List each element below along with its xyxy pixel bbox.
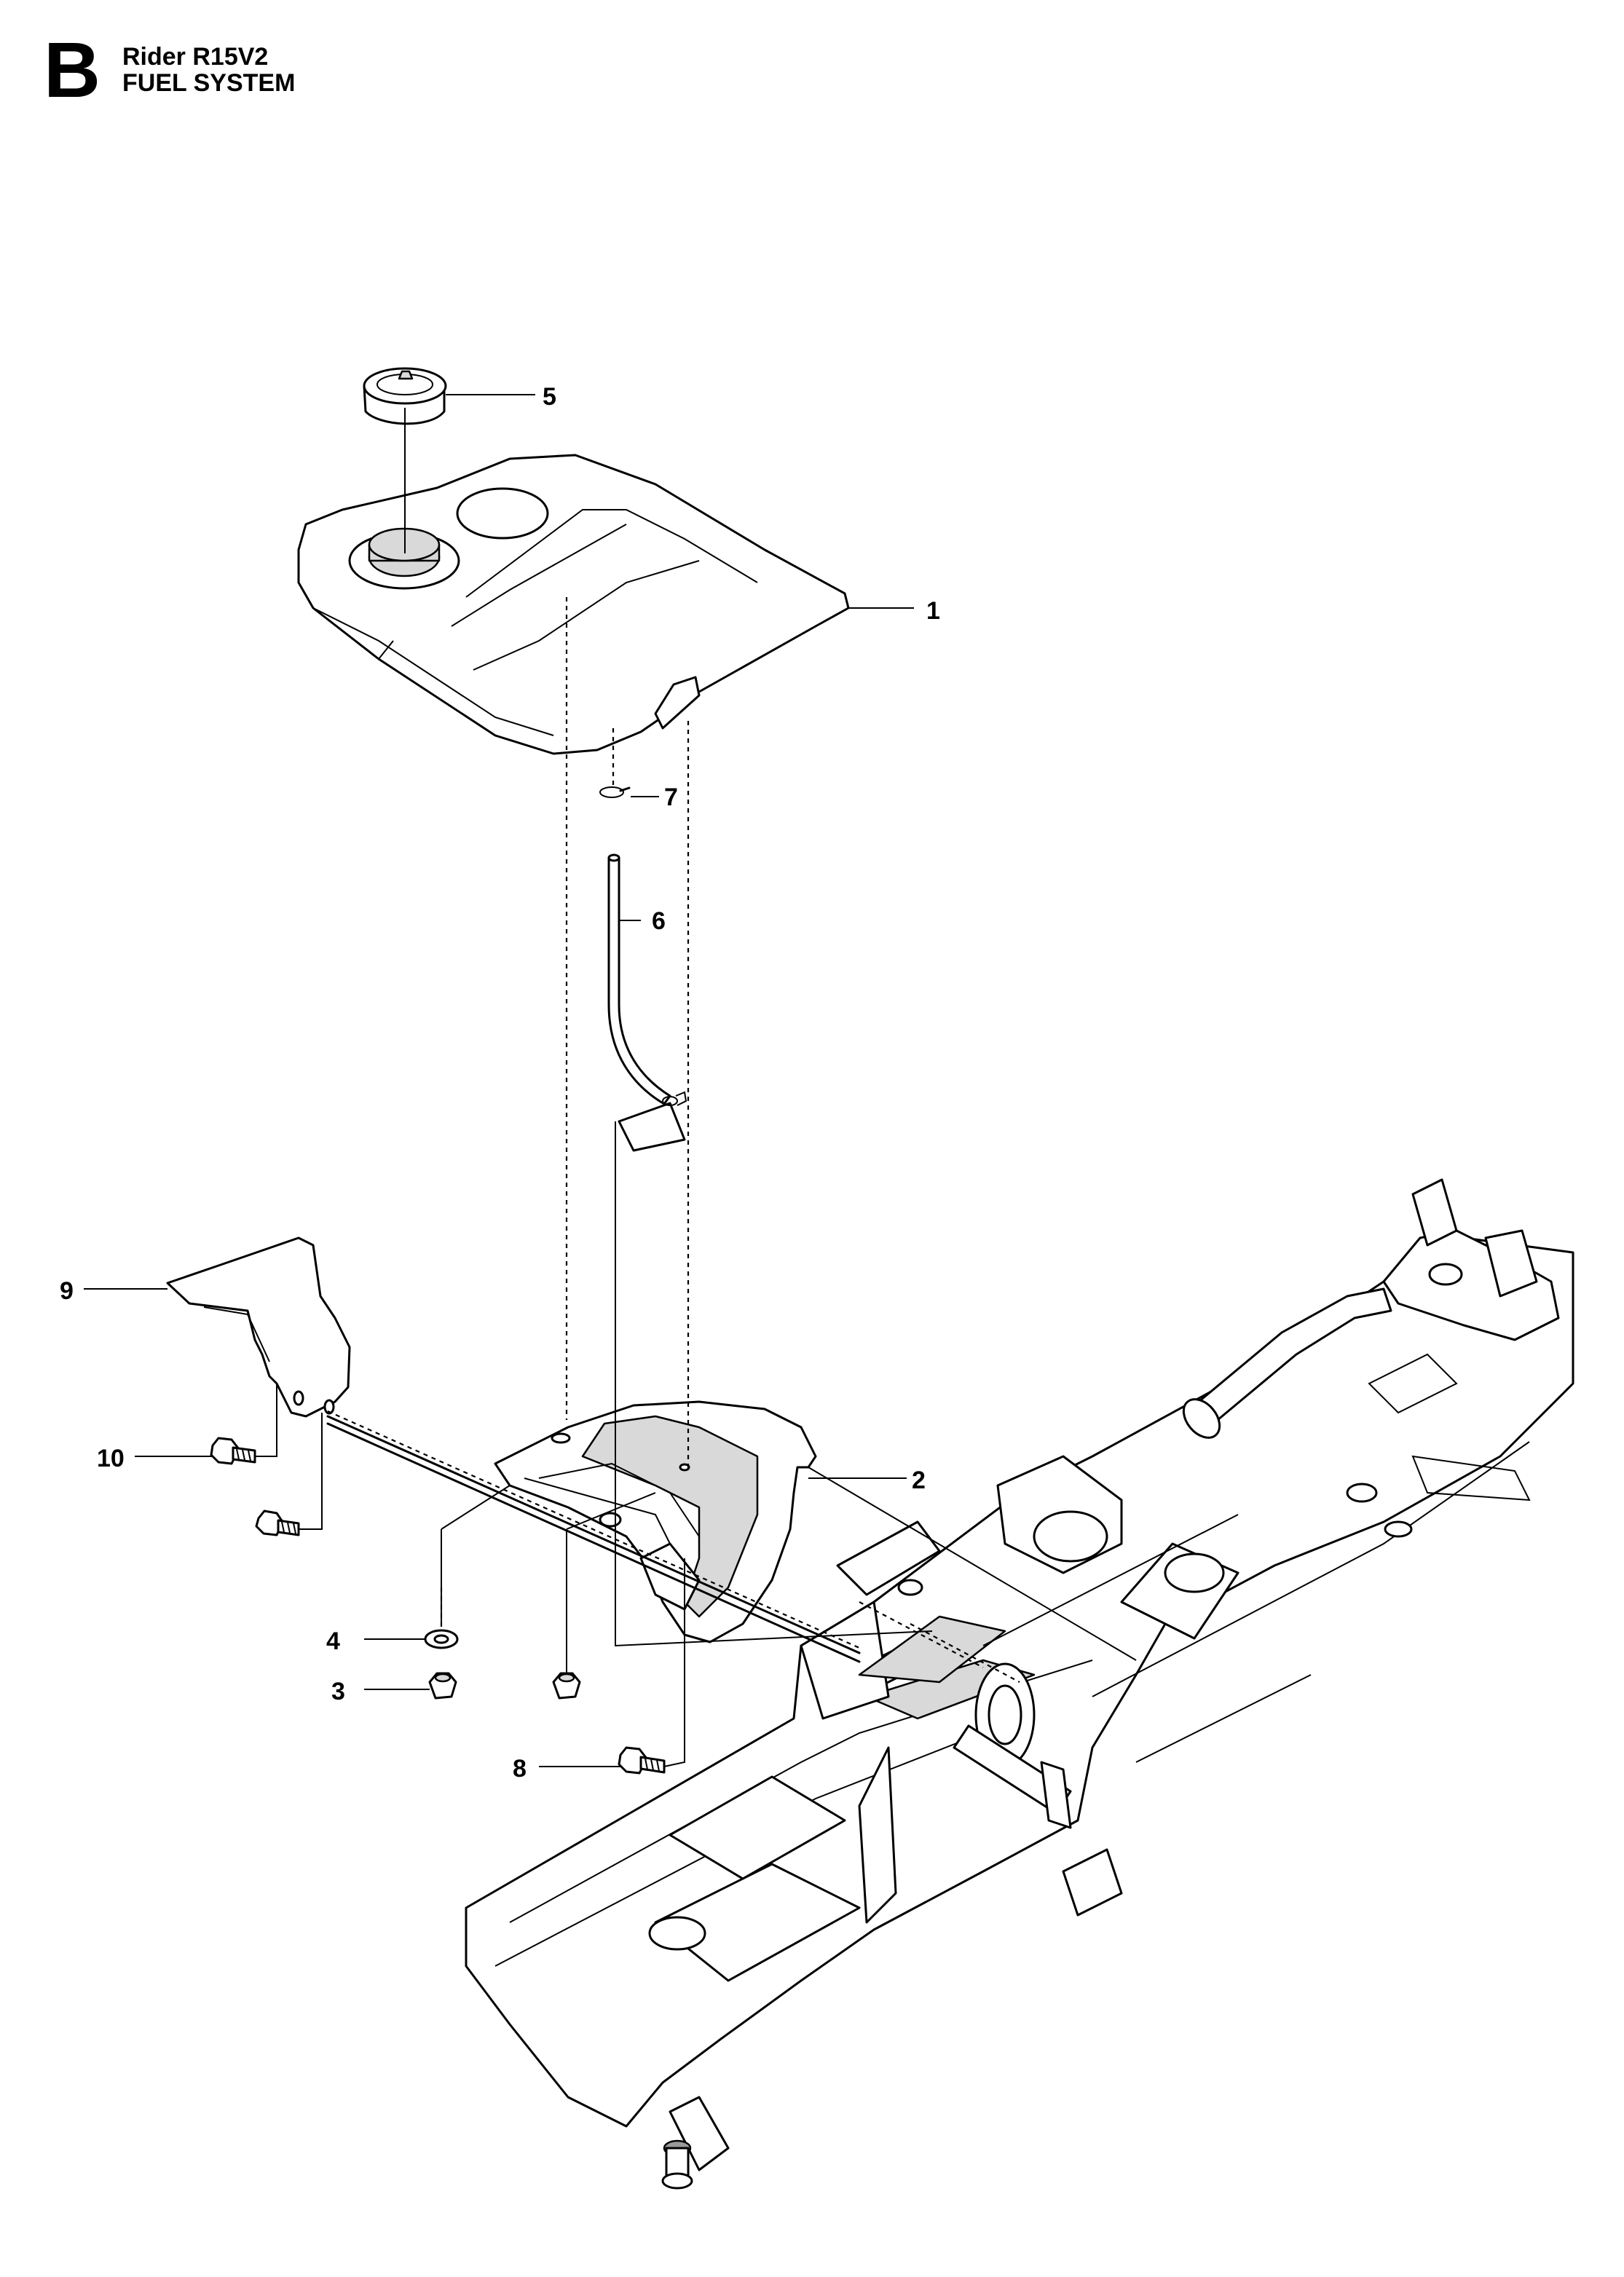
- callout-3: 3: [331, 1678, 345, 1705]
- callout-7: 7: [664, 784, 678, 811]
- hose-clamp: [599, 786, 631, 798]
- screw-10: [210, 1437, 256, 1465]
- section-name: FUEL SYSTEM: [122, 69, 296, 97]
- nut-3b: [552, 1672, 581, 1700]
- callout-5: 5: [543, 383, 556, 411]
- callout-labels: 1 2 3 4 5 6 7 8 9 10: [60, 383, 940, 1783]
- callout-9: 9: [60, 1277, 74, 1305]
- callout-8: 8: [513, 1755, 527, 1783]
- leader-lines: [84, 394, 914, 1767]
- fuel-tank: [297, 454, 850, 755]
- section-letter: B: [44, 25, 100, 114]
- model-name: Rider R15V2: [122, 43, 269, 71]
- nut-3: [428, 1672, 457, 1700]
- screw-8: [618, 1746, 666, 1775]
- chassis-frame: [465, 1178, 1574, 2190]
- tank-bracket: [494, 1400, 817, 1643]
- fuel-hose: [607, 853, 687, 1152]
- callout-10: 10: [97, 1445, 125, 1472]
- washer-4: [424, 1629, 459, 1649]
- page-header: B Rider R15V2 FUEL SYSTEM: [44, 31, 553, 111]
- heat-shield: [166, 1236, 351, 1418]
- callout-4: 4: [326, 1627, 340, 1655]
- assembly-lines: [255, 408, 1137, 1767]
- screw-10b: [255, 1510, 300, 1536]
- callout-1: 1: [926, 597, 940, 625]
- fuel-cap: [363, 367, 447, 425]
- callout-6: 6: [652, 907, 666, 935]
- fuel-line: [326, 1415, 861, 1663]
- callout-2: 2: [912, 1467, 926, 1494]
